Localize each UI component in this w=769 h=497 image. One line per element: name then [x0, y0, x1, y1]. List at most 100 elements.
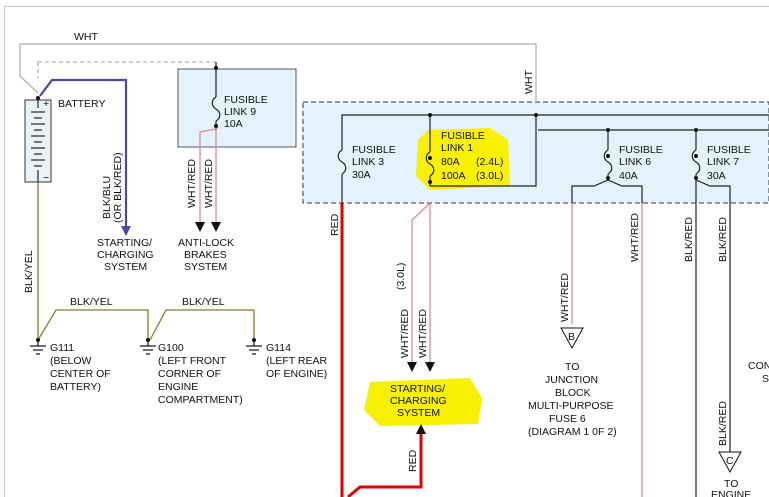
whtred-wire-c: [411, 202, 431, 362]
fl1-return: [430, 115, 537, 187]
wire-label-whtred-e: WHT/RED: [559, 273, 571, 322]
dest-jb-line-1: TO: [565, 361, 579, 373]
dest-left-line-3: SYSTEM: [104, 261, 147, 273]
ground-g111-line-1: (BELOW: [50, 355, 92, 367]
battery-minus-sign: −: [43, 172, 49, 184]
connector-b-icon: [560, 327, 584, 350]
wire-label-blk-yel-vert: BLK/YEL: [23, 250, 35, 293]
ground-g111-line-3: BATTERY): [50, 381, 101, 393]
fl1-label-100a: 100A: [441, 170, 466, 182]
wire-label-whtred-c: WHT/RED: [399, 309, 411, 358]
anti-lock-arrow-b-icon: [211, 222, 221, 232]
fl1-label-80a: 80A: [441, 156, 460, 168]
wire-label-wht-red-f6: WHT/RED: [629, 213, 641, 262]
fl3-label-1: FUSIBLE: [352, 144, 396, 156]
fl9-label-3: 10A: [224, 118, 243, 130]
dest-junction-block: TO JUNCTION BLOCK MULTI-PURPOSE FUSE 6 (…: [528, 361, 617, 438]
fl6-label-2: LINK 6: [619, 156, 651, 168]
wire-label-blk-yel-a: BLK/YEL: [70, 296, 113, 308]
ground-g114-id: G114: [266, 342, 291, 354]
wire-label-whtred-d: WHT/RED: [417, 309, 429, 358]
wire-label-blk-yel-b: BLK/YEL: [182, 296, 225, 308]
ground-g114-icon: [246, 340, 262, 355]
fusible-link-9-box: [177, 68, 297, 148]
fl6-label-3: 40A: [619, 170, 638, 182]
starting-arrow-d-icon: [425, 362, 435, 372]
dest-abs-line-3: SYSTEM: [184, 261, 227, 273]
dest-mid-line-1: STARTING/: [390, 383, 445, 395]
fl6-label-1: FUSIBLE: [619, 144, 663, 156]
dest-right-cut-1: CON: [748, 360, 769, 372]
fl7-label-1: FUSIBLE: [707, 144, 751, 156]
dest-starting-charging-mid: STARTING/ CHARGING SYSTEM: [390, 383, 447, 419]
fl7-branch-right: [695, 179, 731, 203]
wire-label-blk-red-alt: (OR BLK/RED): [112, 152, 124, 223]
dest-anti-lock: ANTI-LOCK BRAKES SYSTEM: [178, 237, 234, 273]
ground-g100-line-1: (LEFT FRONT: [158, 355, 227, 367]
starting-charging-highlight: [364, 378, 482, 426]
red-wire-bottom: [347, 434, 423, 497]
battery-plus-sign: +: [43, 98, 49, 110]
starting-arrow-c-icon: [407, 362, 417, 372]
wire-label-whtred-a: WHT/RED: [186, 159, 198, 208]
connector-c-label: C: [726, 455, 734, 467]
wire-label-red-bottom: RED: [407, 449, 419, 472]
dest-abs-line-2: BRAKES: [184, 249, 227, 261]
dest-mid-line-3: SYSTEM: [397, 407, 440, 419]
fl6-branch-right: [607, 179, 643, 203]
ground-g114-line-1: (LEFT REAR: [266, 355, 327, 367]
dest-jb-line-5: FUSE 6: [549, 413, 586, 425]
fl1-label-1: FUSIBLE: [441, 130, 485, 142]
fusible-link-3-icon: [337, 149, 347, 175]
wire-label-blk-blu: BLK/BLU: [101, 176, 113, 219]
ground-g111-icon: [30, 340, 46, 355]
dest-jb-line-3: BLOCK: [555, 387, 591, 399]
frame-top-edge: [4, 6, 769, 7]
connector-c-icon: [718, 451, 742, 474]
wire-label-red-left: RED: [329, 213, 341, 236]
frame-left-edge: [4, 6, 5, 497]
blk-blu-wire: [39, 78, 128, 228]
ground-g111-id: G111: [50, 342, 74, 354]
fusible-link-1-icon: [425, 151, 435, 177]
fl9-label-2: LINK 9: [224, 106, 256, 118]
wire-label-30l: (3.0L): [395, 263, 407, 290]
dest-jb-line-4: MULTI-PURPOSE: [528, 400, 614, 412]
ground-g100-line-2: CORNER OF: [158, 368, 221, 380]
starting-return-arrow-icon: [416, 424, 426, 434]
fl3-label-2: LINK 3: [352, 156, 384, 168]
connector-b-label: B: [568, 331, 575, 343]
anti-lock-arrow-a-icon: [195, 222, 205, 232]
fl3-label-3: 30A: [352, 169, 371, 181]
dest-engine-line-1: TO: [724, 478, 738, 490]
dest-jb-line-6: (DIAGRAM 1 0F 2): [528, 426, 617, 438]
dest-mid-line-2: CHARGING: [390, 395, 447, 407]
fusible-link-9-icon: [211, 96, 221, 122]
fl9-label-1: FUSIBLE: [224, 94, 268, 106]
fl6-branch-left: [571, 179, 609, 203]
wire-label-blk-red-a: BLK/RED: [683, 217, 695, 262]
fl7-label-3: 30A: [707, 170, 726, 182]
fl1-label-24l: (2.4L): [476, 156, 503, 168]
fusible-link-1-highlight: [416, 128, 510, 190]
dest-engine-line-2: ENGINE: [711, 489, 751, 497]
wht-wire-top: [19, 43, 537, 102]
wire-label-top-wht: WHT: [74, 31, 98, 43]
main-bus: [341, 114, 769, 150]
ground-g100-line-3: ENGINE: [158, 381, 198, 393]
dest-left-line-1: STARTING/: [97, 237, 152, 249]
dest-abs-line-1: ANTI-LOCK: [178, 237, 234, 249]
fusible-link-7-icon: [691, 149, 701, 175]
fl1-label-2: LINK 1: [441, 142, 473, 154]
battery-label: BATTERY: [58, 98, 105, 110]
wire-label-vert-wht: WHT: [523, 70, 535, 94]
blk-yel-wire-b: [149, 309, 255, 341]
ground-g100-icon: [140, 340, 156, 355]
dest-jb-line-2: JUNCTION: [545, 374, 598, 386]
blk-yel-wire-a: [37, 309, 149, 341]
battery-terminal-dot: [36, 96, 40, 100]
dest-starting-charging-left: STARTING/ CHARGING SYSTEM: [97, 237, 154, 273]
ground-g100-line-4: COMPARTMENT): [158, 394, 243, 406]
fl7-label-2: LINK 7: [707, 156, 739, 168]
